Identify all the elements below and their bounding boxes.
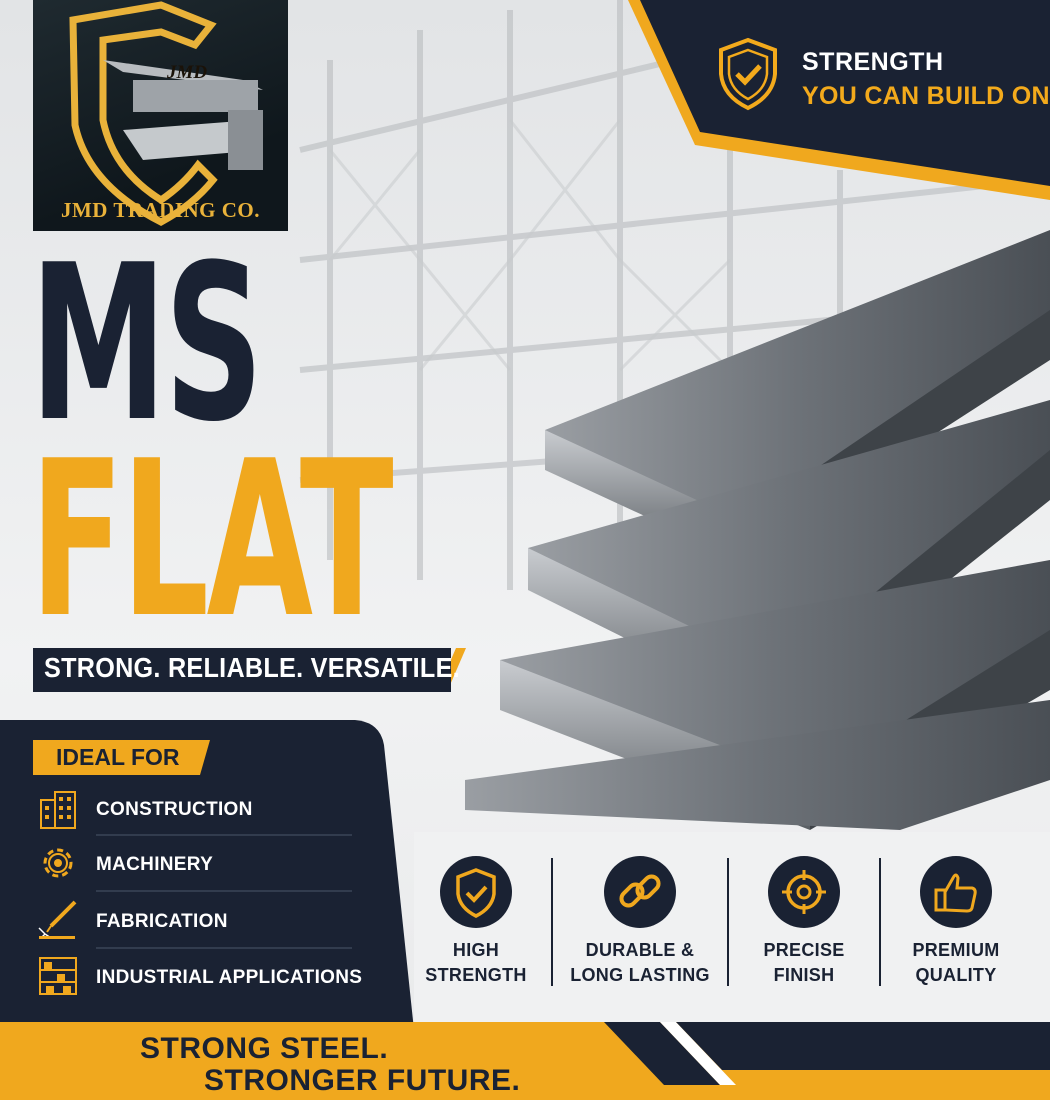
gear-icon — [43, 848, 73, 878]
use-item-fabrication: FABRICATION — [96, 911, 228, 932]
shield-emblem-icon — [69, 1, 263, 226]
feature-high-strength-line1: HIGH — [452, 940, 500, 960]
feature-premium-line1: PREMIUM — [912, 940, 1000, 960]
use-item-industrial: INDUSTRIAL APPLICATIONS — [96, 967, 363, 988]
welding-torch-icon — [38, 900, 77, 939]
tagline-bar — [33, 648, 451, 692]
banner-tagline-line1: STRENGTH — [802, 48, 944, 76]
chain-link-icon — [619, 874, 661, 908]
feature-precise-line2: FINISH — [773, 965, 835, 985]
feature-durable-line2: LONG LASTING — [570, 965, 710, 985]
warehouse-rack-icon — [39, 957, 77, 995]
footer-slogan-line2: STRONGER FUTURE. — [204, 1064, 521, 1097]
feature-high-strength-line2: STRENGTH — [425, 965, 527, 985]
headline-flat: FLAT — [30, 414, 394, 665]
feature-badge — [440, 856, 512, 928]
thumbs-up-icon — [934, 873, 977, 913]
feature-badge — [768, 856, 840, 928]
shield-check-icon — [719, 37, 777, 111]
ideal-for-title: IDEAL FOR — [56, 744, 180, 770]
feature-durable-line1: DURABLE & — [585, 940, 695, 960]
feature-badge — [920, 856, 992, 928]
logo-monogram: JMD — [166, 62, 208, 83]
tagline-text: STRONG. RELIABLE. VERSATILE. — [44, 652, 460, 683]
feature-premium-line2: QUALITY — [915, 965, 997, 985]
use-item-construction: CONSTRUCTION — [96, 799, 253, 820]
crosshair-icon — [782, 870, 826, 914]
headline-ms: MS — [30, 218, 263, 469]
footer-slogan-line1: STRONG STEEL. — [140, 1032, 389, 1065]
building-icon — [40, 791, 76, 829]
feature-precise-line1: PRECISE — [763, 940, 845, 960]
feature-badge — [604, 856, 676, 928]
logo-company-name: JMD TRADING CO. — [60, 198, 261, 222]
use-item-machinery: MACHINERY — [96, 854, 214, 875]
shield-check-icon — [456, 868, 496, 918]
brand-logo: JMD JMD TRADING CO. — [33, 0, 288, 231]
banner-tagline-line2: YOU CAN BUILD ON — [802, 82, 1050, 110]
